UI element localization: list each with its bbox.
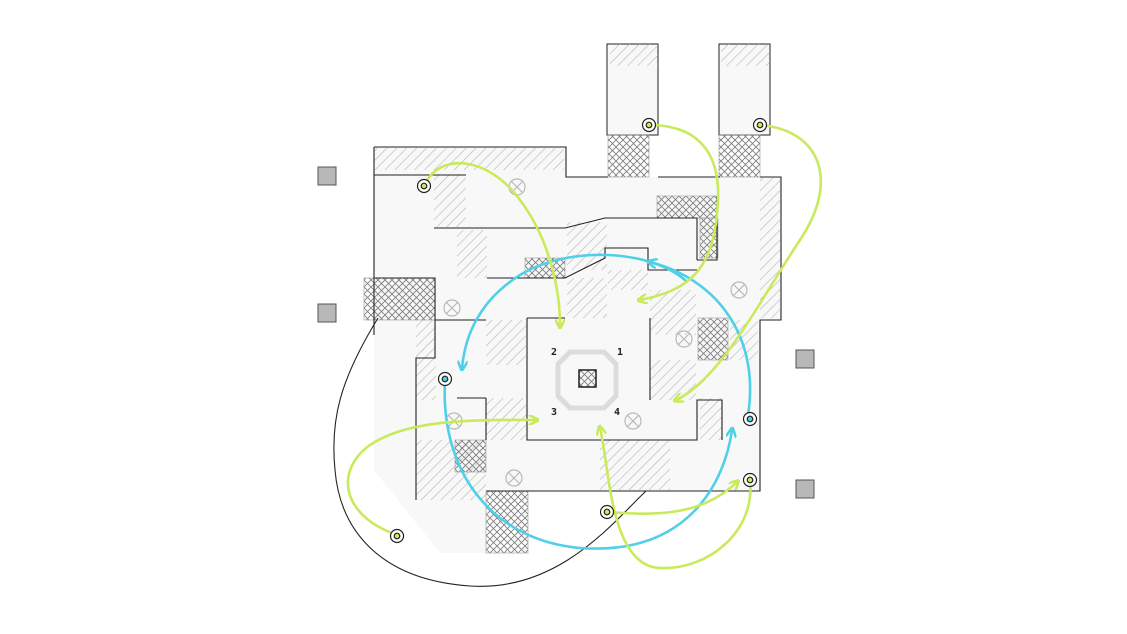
hatched-zones <box>374 44 780 500</box>
spawn-points <box>389 117 768 544</box>
blue-route <box>443 378 732 550</box>
green-route <box>605 482 737 515</box>
objective-marker-icon <box>505 469 523 487</box>
hatch-zone <box>374 148 564 170</box>
green-route <box>422 161 560 326</box>
solid-cover <box>363 134 761 554</box>
hatch-zone <box>721 44 769 66</box>
objective-marker-icon <box>675 330 693 348</box>
spawn-point-icon <box>599 504 615 520</box>
spawn-point-icon <box>437 371 453 387</box>
outside-markers <box>317 166 815 499</box>
blue-route <box>650 262 752 417</box>
hatch-zone <box>600 440 670 490</box>
hatch-zone <box>416 320 436 400</box>
spawn-point-icon <box>752 117 768 133</box>
hatch-zone <box>486 320 526 365</box>
outside-marker-icon <box>317 303 337 323</box>
outside-marker-icon <box>795 349 815 369</box>
spawn-point-icon <box>416 178 432 194</box>
spawn-point-icon <box>641 117 657 133</box>
hatch-zone <box>567 222 607 270</box>
hatch-zone <box>760 178 780 318</box>
outside-marker-icon <box>317 166 337 186</box>
center-objective-icon <box>578 369 597 388</box>
wall <box>374 146 608 178</box>
hatch-zone <box>434 175 466 227</box>
hatch-zone <box>567 278 607 318</box>
cover-block <box>697 317 729 361</box>
green-route <box>676 123 823 400</box>
hatch-zone <box>610 44 658 66</box>
walls <box>333 146 782 587</box>
wall <box>600 176 782 492</box>
hatch-zone <box>457 230 487 278</box>
hatch-zone <box>700 398 722 440</box>
hatch-zone <box>608 270 648 290</box>
hatch-zone <box>650 290 696 335</box>
objective-marker-icon <box>730 281 748 299</box>
spawn-point-icon <box>742 472 758 488</box>
wall <box>374 277 436 320</box>
cover-block <box>718 134 761 178</box>
green-route <box>640 123 720 300</box>
wall <box>415 319 486 500</box>
spawn-point-icon <box>389 528 405 544</box>
center-objective <box>555 349 619 411</box>
objective-marker-icon <box>443 299 461 317</box>
center-ring <box>555 349 619 411</box>
outside-marker-icon <box>795 479 815 499</box>
blue-routes <box>443 253 752 550</box>
quadrant-label-1: 1 <box>617 347 623 358</box>
wall <box>434 217 698 260</box>
hatch-zone <box>650 360 696 400</box>
green-route <box>600 428 752 570</box>
cover-block <box>656 195 718 219</box>
objective-marker-icon <box>624 412 642 430</box>
quadrant-label-2: 2 <box>551 347 557 358</box>
green-route <box>346 420 536 537</box>
cover-block <box>363 277 436 321</box>
quadrant-label-3: 3 <box>551 407 557 418</box>
wall <box>487 247 697 279</box>
quadrant-label-4: 4 <box>614 407 620 418</box>
green-routes <box>346 123 823 570</box>
spawn-point-icon <box>742 411 758 427</box>
cover-block <box>699 217 719 259</box>
cover-block <box>607 134 650 178</box>
